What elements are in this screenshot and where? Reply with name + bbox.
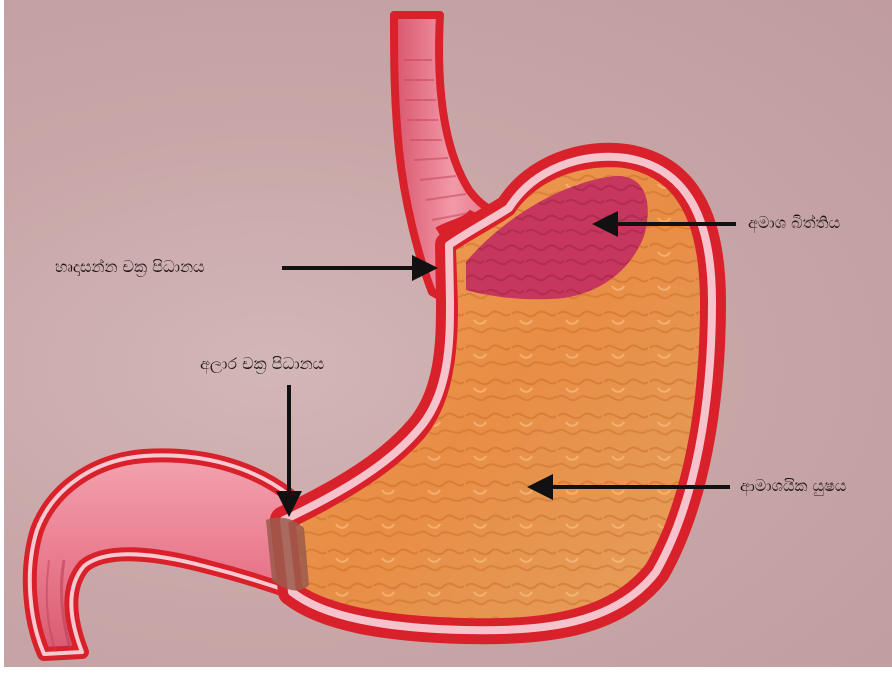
stomach-illustration <box>4 0 892 667</box>
arrow-cardiac-sphincter <box>282 255 438 281</box>
pylorus <box>266 518 309 591</box>
stomach <box>266 157 712 630</box>
label-stomach-wall: අමාශ බිත්තිය <box>748 213 840 233</box>
arrow-pyloric-sphincter <box>276 385 302 517</box>
duodenum <box>30 455 296 654</box>
diagram-canvas: හෘදාසන්න චක්‍ර පිධානය අමාශ බිත්තිය අලාර … <box>4 0 892 667</box>
label-pyloric-sphincter: අලාර චක්‍ර පිධානය <box>200 354 324 374</box>
label-cardiac-sphincter: හෘදාසන්න චක්‍ර පිධානය <box>55 257 205 277</box>
label-gastric-juice: ආමාශයික යුෂය <box>740 476 846 496</box>
